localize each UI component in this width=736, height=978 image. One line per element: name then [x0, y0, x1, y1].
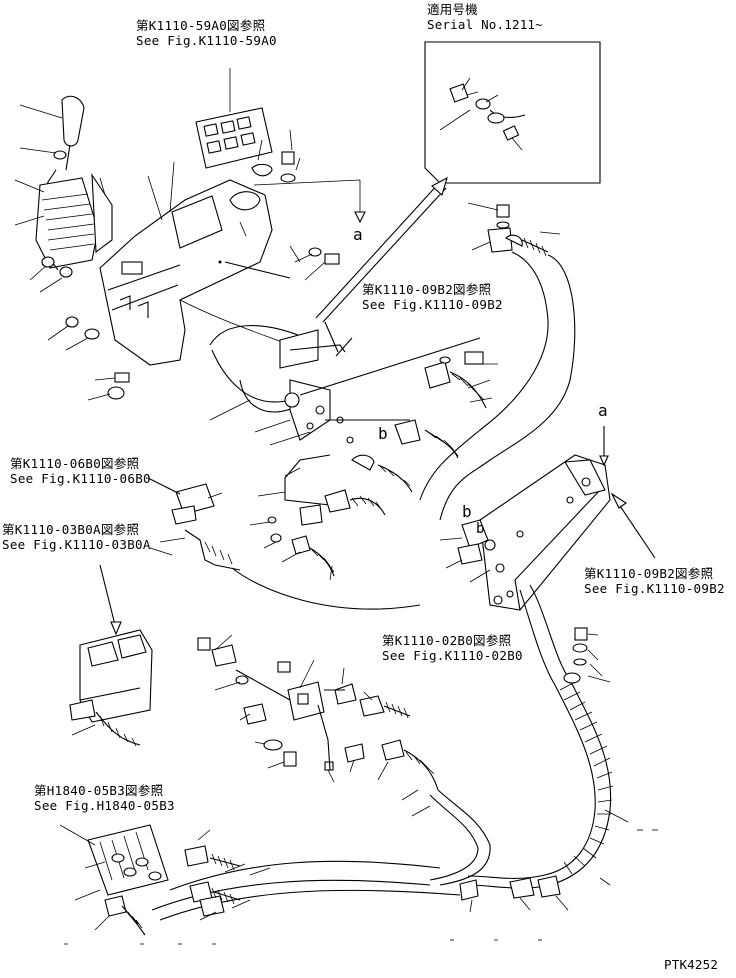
marker-b: b: [462, 502, 472, 521]
serial-number: Serial No.1211~: [427, 17, 543, 32]
serial-title: 適用号機: [427, 2, 478, 17]
cable-bracket-assembly: [209, 321, 481, 446]
reference-jp: 第K1110-06B0図参照: [10, 456, 140, 471]
right-bolts: [587, 633, 603, 677]
center-junction-block: [151, 634, 491, 921]
reference-en: See Fig.H1840-05B3: [34, 798, 175, 813]
reference-jp: 第K1110-02B0図参照: [382, 633, 512, 648]
switch-panel: [195, 68, 301, 183]
reference-callout: 第K1110-02B0図参照 See Fig.K1110-02B0: [382, 633, 523, 663]
reference-en: See Fig.K1110-06B0: [10, 471, 151, 486]
control-lever: [14, 95, 130, 401]
reference-callout: 第K1110-06B0図参照 See Fig.K1110-06B0: [10, 456, 151, 486]
reference-callout: 第K1110-59A0図参照 See Fig.K1110-59A0: [136, 18, 277, 48]
reference-callout: 第K1110-09B2図参照 See Fig.K1110-09B2: [584, 566, 725, 596]
reference-callout: 第K1110-03B0A図参照 See Fig.K1110-03B0A: [2, 522, 151, 552]
console-housing: [99, 161, 291, 366]
reference-callout: 第K1110-09B2図参照 See Fig.K1110-09B2: [362, 282, 503, 312]
reference-jp: 第K1110-03B0A図参照: [2, 522, 140, 537]
reference-jp: 第K1110-09B2図参照: [362, 282, 492, 297]
pilot-valve-block: [69, 564, 153, 747]
console-bolts: [224, 179, 366, 281]
drawing-code: PTK4252: [664, 957, 719, 972]
small-valve-06b0: [147, 477, 421, 610]
inset-callout-arrow: [315, 176, 448, 323]
reference-callout: 第H1840-05B3図参照 See Fig.H1840-05B3: [34, 783, 175, 813]
hose-assemblies: [249, 351, 498, 581]
spiral-wrap-harness: [459, 584, 629, 913]
marker-a: a: [353, 225, 363, 244]
reference-jp: 第H1840-05B3図参照: [34, 783, 164, 798]
marker-b: b: [378, 424, 388, 443]
right-bracket: [439, 426, 656, 611]
reference-en: See Fig.K1110-03B0A: [2, 537, 151, 552]
upper-right-hose: [419, 202, 576, 521]
serial-inset-box: [424, 41, 601, 184]
marker-a: a: [598, 401, 608, 420]
valve-bank: [59, 824, 658, 945]
reference-jp: 第K1110-09B2図参照: [584, 566, 714, 581]
reference-en: See Fig.K1110-02B0: [382, 648, 523, 663]
marker-b: b: [476, 521, 485, 537]
reference-en: See Fig.K1110-59A0: [136, 33, 277, 48]
reference-en: See Fig.K1110-09B2: [362, 297, 503, 312]
reference-jp: 第K1110-59A0図参照: [136, 18, 266, 33]
reference-en: See Fig.K1110-09B2: [584, 581, 725, 596]
